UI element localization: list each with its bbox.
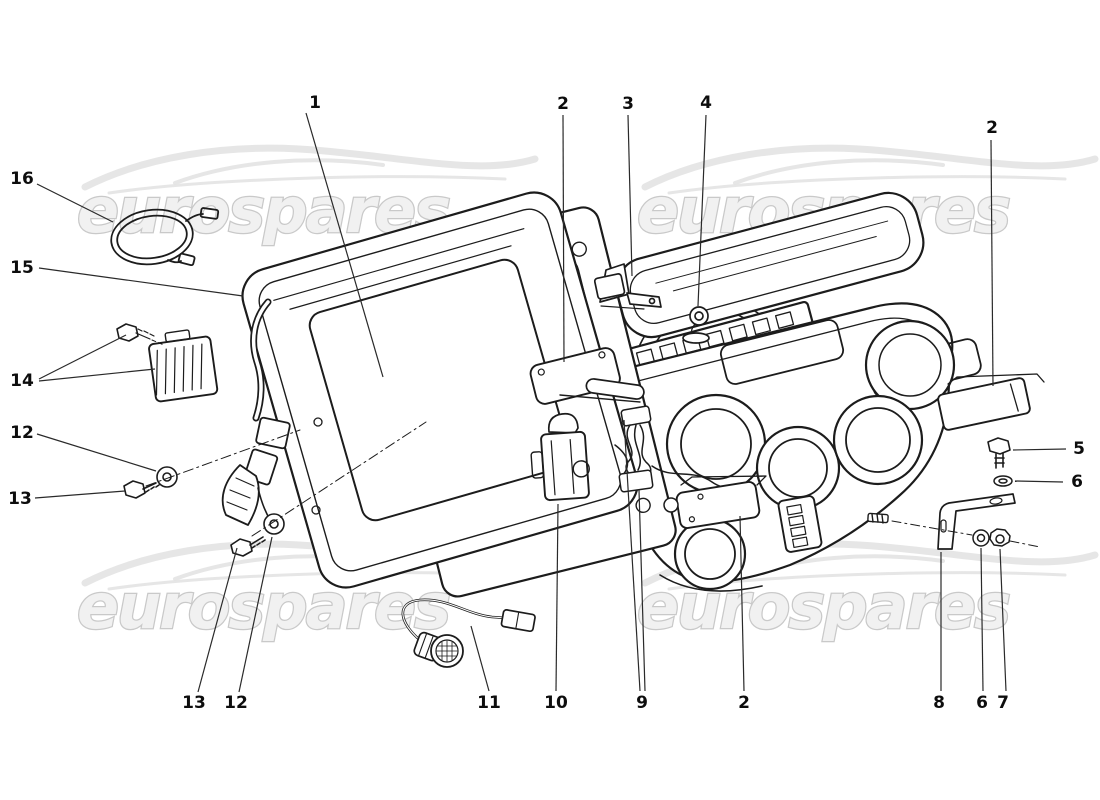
leader-line (1012, 448, 1067, 451)
part-number-4[interactable]: 4 (700, 93, 712, 113)
leader-line (1014, 480, 1064, 483)
leader-line (470, 625, 490, 692)
nut-7 (989, 528, 1011, 547)
leader-line (36, 433, 157, 472)
leader-line (38, 368, 156, 382)
blower-resistor (116, 323, 219, 403)
part-number-6[interactable]: 6 (976, 693, 988, 713)
callout-4-3: 4 (697, 93, 712, 307)
nut-6-upper (993, 475, 1013, 487)
callout-6-17: 6 (976, 547, 988, 713)
callout-7-18: 7 (997, 548, 1009, 713)
callout-5-19: 5 (1012, 439, 1085, 459)
callout-9-14: 9 (623, 419, 648, 713)
part-number-2[interactable]: 2 (986, 118, 998, 138)
part-number-9[interactable]: 9 (636, 693, 648, 713)
part-number-8[interactable]: 8 (933, 693, 945, 713)
leader-line (38, 267, 244, 297)
diagram-artwork (110, 191, 1045, 668)
bolt-13-upper (123, 480, 160, 499)
leader-line (627, 114, 633, 277)
callout-1-0: 1 (305, 93, 384, 378)
leader-line (38, 334, 127, 380)
lid-recess-left (719, 319, 845, 385)
car-swoosh-watermark (81, 144, 539, 195)
servo-bottom (663, 475, 767, 529)
part-number-1[interactable]: 1 (309, 93, 321, 113)
expansion-valve (530, 412, 590, 502)
callout-15-6: 15 (10, 258, 244, 297)
connector-block (777, 495, 823, 553)
bolt-5 (987, 437, 1011, 469)
earth-cable (110, 207, 220, 267)
part-number-13[interactable]: 13 (8, 489, 32, 509)
callout-13-10: 13 (182, 547, 238, 713)
leader-line (990, 139, 994, 387)
part-number-11[interactable]: 11 (477, 693, 501, 713)
callout-12-8: 12 (10, 423, 157, 472)
callout-16-5: 16 (10, 169, 114, 223)
cover-hole-lower (311, 505, 321, 515)
callout-13-9: 13 (8, 489, 126, 509)
callout-14-7: 14 (10, 334, 156, 391)
relay-box (937, 373, 1045, 431)
callout-12-11: 12 (224, 536, 273, 713)
part-number-13[interactable]: 13 (182, 693, 206, 713)
callout-2-1: 2 (557, 94, 569, 363)
leader-line (638, 489, 646, 692)
part-number-7[interactable]: 7 (997, 693, 1009, 713)
leader-line (34, 490, 126, 499)
grommet-4 (682, 306, 710, 344)
callout-2-4: 2 (986, 118, 998, 387)
leader-line (739, 515, 745, 692)
part-number-15[interactable]: 15 (10, 258, 34, 278)
cover-harness (221, 298, 291, 531)
callout-10-13: 10 (544, 503, 568, 713)
part-number-5[interactable]: 5 (1073, 439, 1085, 459)
outlet-ports (665, 393, 924, 591)
callout-11-12: 11 (470, 625, 501, 713)
callout-6-20: 6 (1014, 472, 1083, 492)
bracket-8 (937, 493, 1016, 550)
part-number-6[interactable]: 6 (1071, 472, 1083, 492)
part-number-12[interactable]: 12 (224, 693, 248, 713)
car-swoosh-watermark (641, 144, 1099, 195)
axis-line-upper (145, 429, 301, 487)
leader-line (697, 114, 707, 307)
leader-line (555, 503, 559, 692)
part-number-16[interactable]: 16 (10, 169, 34, 189)
eurospares-watermark-text: eurospares (77, 174, 449, 247)
cover-hole-upper (313, 417, 323, 427)
part-number-12[interactable]: 12 (10, 423, 34, 443)
part-number-3[interactable]: 3 (622, 94, 634, 114)
washer-12-upper (156, 466, 178, 488)
washer-12-lower (263, 513, 285, 535)
leader-line (305, 112, 384, 378)
part-number-14[interactable]: 14 (10, 371, 34, 391)
servo-top (529, 347, 645, 405)
washer-6-lower (972, 529, 990, 547)
leader-line (562, 114, 565, 363)
part-number-10[interactable]: 10 (544, 693, 568, 713)
eurospares-watermark-text: eurospares (77, 570, 449, 643)
part-number-2[interactable]: 2 (738, 693, 750, 713)
sensor-cable (401, 598, 536, 668)
callout-3-2: 3 (622, 94, 634, 277)
leader-line (623, 419, 641, 692)
part-number-2[interactable]: 2 (557, 94, 569, 114)
leader-line (238, 536, 273, 693)
leader-line (999, 548, 1007, 692)
callout-8-16: 8 (933, 552, 945, 713)
grub-screw (867, 512, 889, 524)
axis-line-right (891, 520, 1041, 548)
leader-line (36, 183, 114, 223)
leader-line (980, 547, 984, 692)
callout-2-15: 2 (738, 515, 750, 713)
axis-line-lower (251, 421, 427, 537)
leader-line (197, 547, 238, 693)
bracket-3 (593, 263, 662, 310)
